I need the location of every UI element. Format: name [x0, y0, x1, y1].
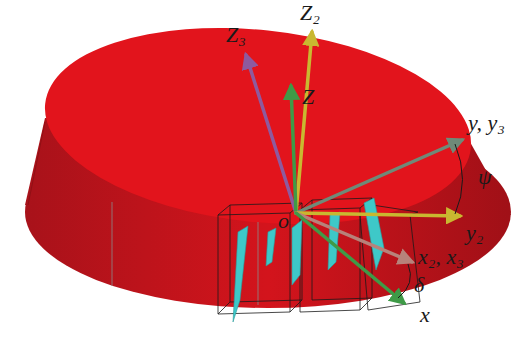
axis-label: y₂ [466, 222, 483, 244]
axis-label: ψ [478, 166, 492, 188]
disk [25, 8, 511, 308]
axis-label: x₂, x₃ [418, 246, 464, 268]
axis-label: x [420, 304, 430, 326]
axis-label: o [278, 210, 289, 232]
axis-label: Z₂ [300, 2, 320, 24]
axis-label: Z₃ [226, 24, 246, 46]
axis-label: Z [302, 86, 314, 108]
angle-arcs [398, 144, 463, 298]
axis-label: δ [414, 274, 424, 296]
axis-label: y, y₃ [468, 112, 505, 134]
